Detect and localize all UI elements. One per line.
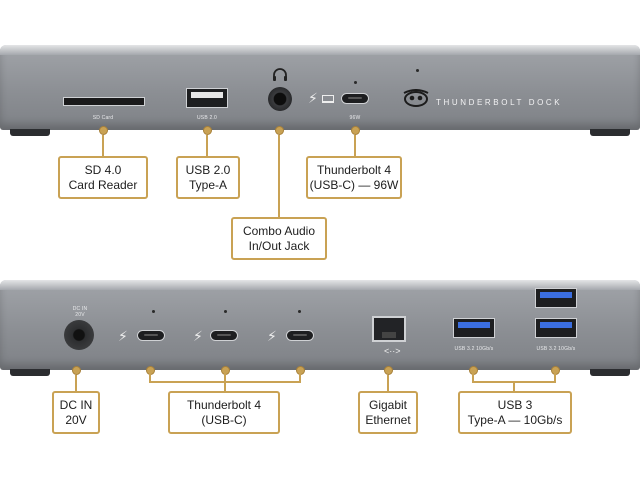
ethernet-port-clip [382,332,396,338]
thunderbolt4-port-3[interactable] [286,330,314,341]
usb2-label: USB 2.0 [196,115,218,121]
tb-front-marker-dot [351,126,360,135]
dc-in-port[interactable] [64,320,94,350]
usb2-callout: USB 2.0 Type-A [176,156,240,199]
usb3-port-3-tongue [540,322,572,328]
dc-connector-line [75,375,77,392]
usb3-connector-line [513,381,515,392]
audio-jack-callout: Combo Audio In/Out Jack [231,217,327,260]
ethernet-port[interactable] [372,316,406,342]
usb3-callout: USB 3 Type-A — 10Gb/s [458,391,572,434]
thunderbolt-rear-callout: Thunderbolt 4 (USB-C) [168,391,280,434]
audio-jack[interactable] [268,87,292,111]
usb3-port-3[interactable] [535,318,577,338]
dc-marker-dot [72,366,81,375]
thunderbolt4-port-2[interactable] [210,330,238,341]
network-icon: <··> [384,346,401,356]
dc-in-label: DC IN 20V [72,306,88,318]
status-led-tb-front [354,81,357,84]
usb3-label-2: USB 3.2 10Gb/s [536,346,576,352]
eth-marker-dot [384,366,393,375]
usb3-port-1-tongue [458,322,490,328]
thunderbolt4-port-1[interactable] [137,330,165,341]
usb3-bracket-left [472,372,474,383]
audio-connector-line [278,135,280,218]
dock-top-edge [0,45,640,55]
thunderbolt-icon: ⚡ [308,90,318,106]
dock-rear-panel: DC IN 20V ⚡ ⚡ ⚡ <··> USB 3.2 10Gb/s USB … [0,280,640,376]
status-led-tb2 [224,310,227,313]
thunderbolt-icon-1: ⚡ [118,328,128,344]
brand-text: THUNDERBOLT DOCK [436,98,563,107]
dock-top-edge-rear [0,280,640,290]
tb-rear-bracket-left [149,372,151,383]
tb-front-connector-line [354,135,356,157]
usb2-marker-dot [203,126,212,135]
sd-marker-dot [99,126,108,135]
thunderbolt4-port-front[interactable] [341,93,369,104]
power-led [416,69,419,72]
tb-power-label: 96W [349,115,361,121]
sd-card-label: SD Card [92,115,114,121]
status-led-tb1 [152,310,155,313]
usb2-connector-line [206,135,208,157]
usb3-port-2-tongue [540,292,572,298]
usb2-port-tongue [191,92,223,98]
usb3-label-1: USB 3.2 10Gb/s [454,346,494,352]
owc-logo-icon [403,89,429,107]
sd-card-slot[interactable] [63,97,145,106]
dc-in-callout: DC IN 20V [52,391,100,434]
dock-foot-left-rear [10,369,50,376]
usb3-port-2[interactable] [535,288,577,308]
dock-foot-left [10,129,50,136]
thunderbolt-front-callout: Thunderbolt 4 (USB-C) — 96W [306,156,402,199]
tb-rear-bracket-horizontal [149,381,301,383]
eth-connector-line [387,375,389,392]
thunderbolt-icon-2: ⚡ [193,328,203,344]
usb3-bracket-right [554,372,556,383]
sd-connector-line [102,135,104,157]
laptop-icon [322,95,334,103]
dock-foot-right-rear [590,369,630,376]
status-led-tb3 [298,310,301,313]
dock-front-panel: SD Card USB 2.0 ⚡ 96W THUNDERBOLT DOCK [0,45,640,136]
sd-card-reader-callout: SD 4.0 Card Reader [58,156,148,199]
usb3-port-1[interactable] [453,318,495,338]
usb2-port[interactable] [186,88,228,108]
headphones-icon [272,68,288,82]
ethernet-callout: Gigabit Ethernet [358,391,418,434]
thunderbolt-icon-3: ⚡ [267,328,277,344]
dock-foot-right [590,129,630,136]
tb-rear-bracket-right [299,372,301,383]
audio-marker-dot [275,126,284,135]
